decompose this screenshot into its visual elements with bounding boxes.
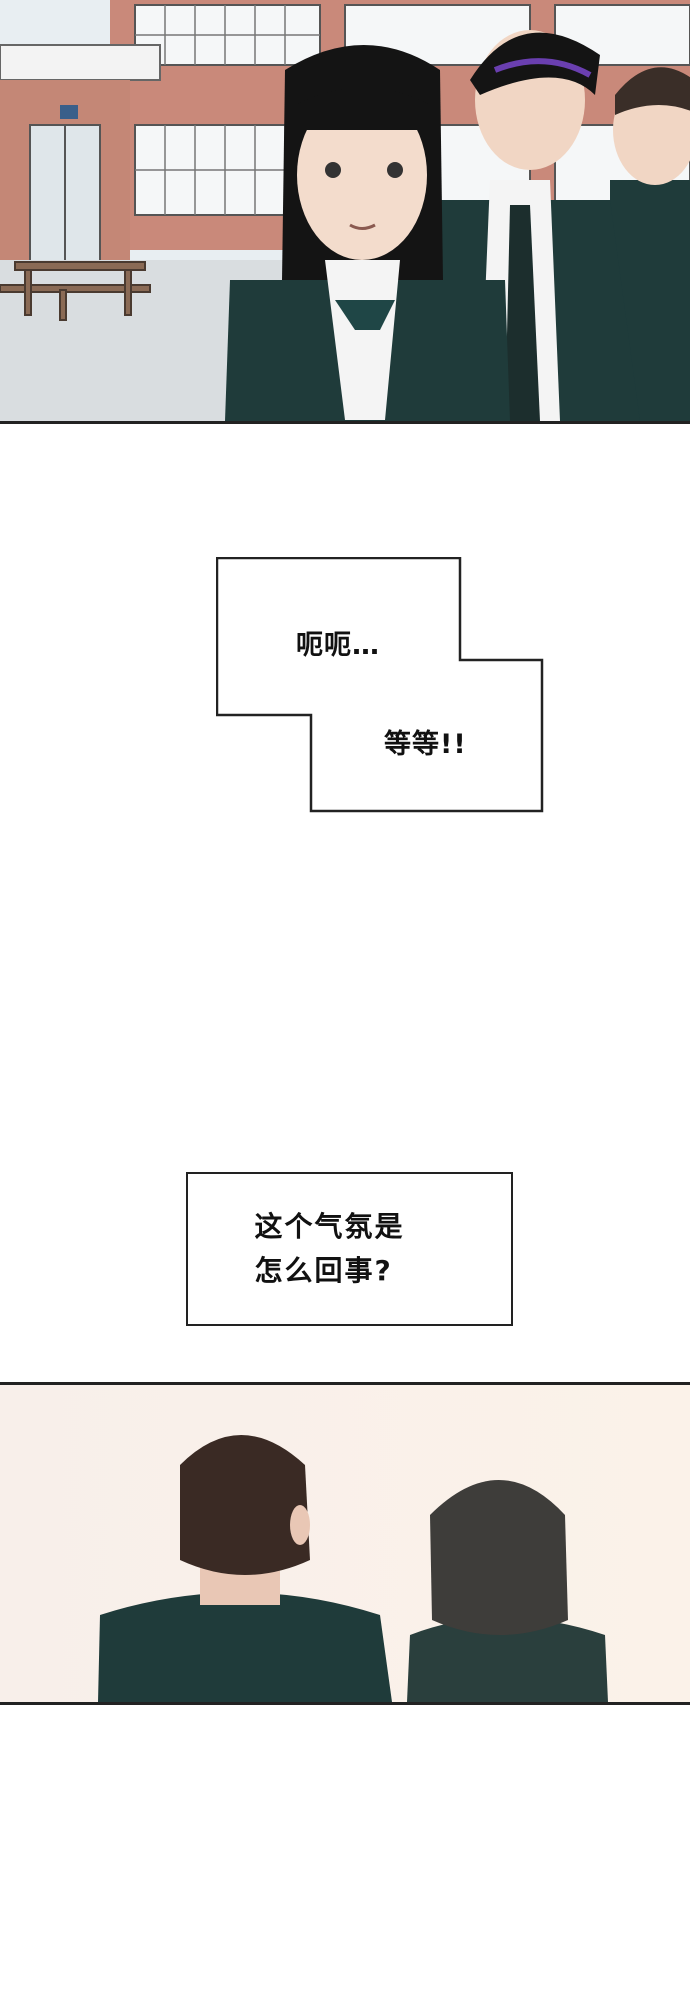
narration-line-2: 怎么回事? xyxy=(254,1254,393,1287)
back-view-illustration xyxy=(0,1385,690,1702)
comic-panel-courtyard xyxy=(0,0,690,424)
narration-box: 这个气氛是 怎么回事? xyxy=(186,1172,513,1326)
student-boy-back xyxy=(98,1435,392,1702)
comic-panel-back-view xyxy=(0,1382,690,1705)
bubble-line-1: 呃呃… xyxy=(296,630,380,661)
student-girl-back xyxy=(407,1480,608,1702)
courtyard-illustration xyxy=(0,0,690,421)
bubble-line-2: 等等!! xyxy=(384,729,467,760)
speech-bubble-pair: 呃呃… 等等!! xyxy=(216,557,546,813)
bubble-outline xyxy=(216,557,544,813)
narration-line-1: 这个气氛是 xyxy=(254,1210,405,1243)
student-girl xyxy=(225,45,510,421)
